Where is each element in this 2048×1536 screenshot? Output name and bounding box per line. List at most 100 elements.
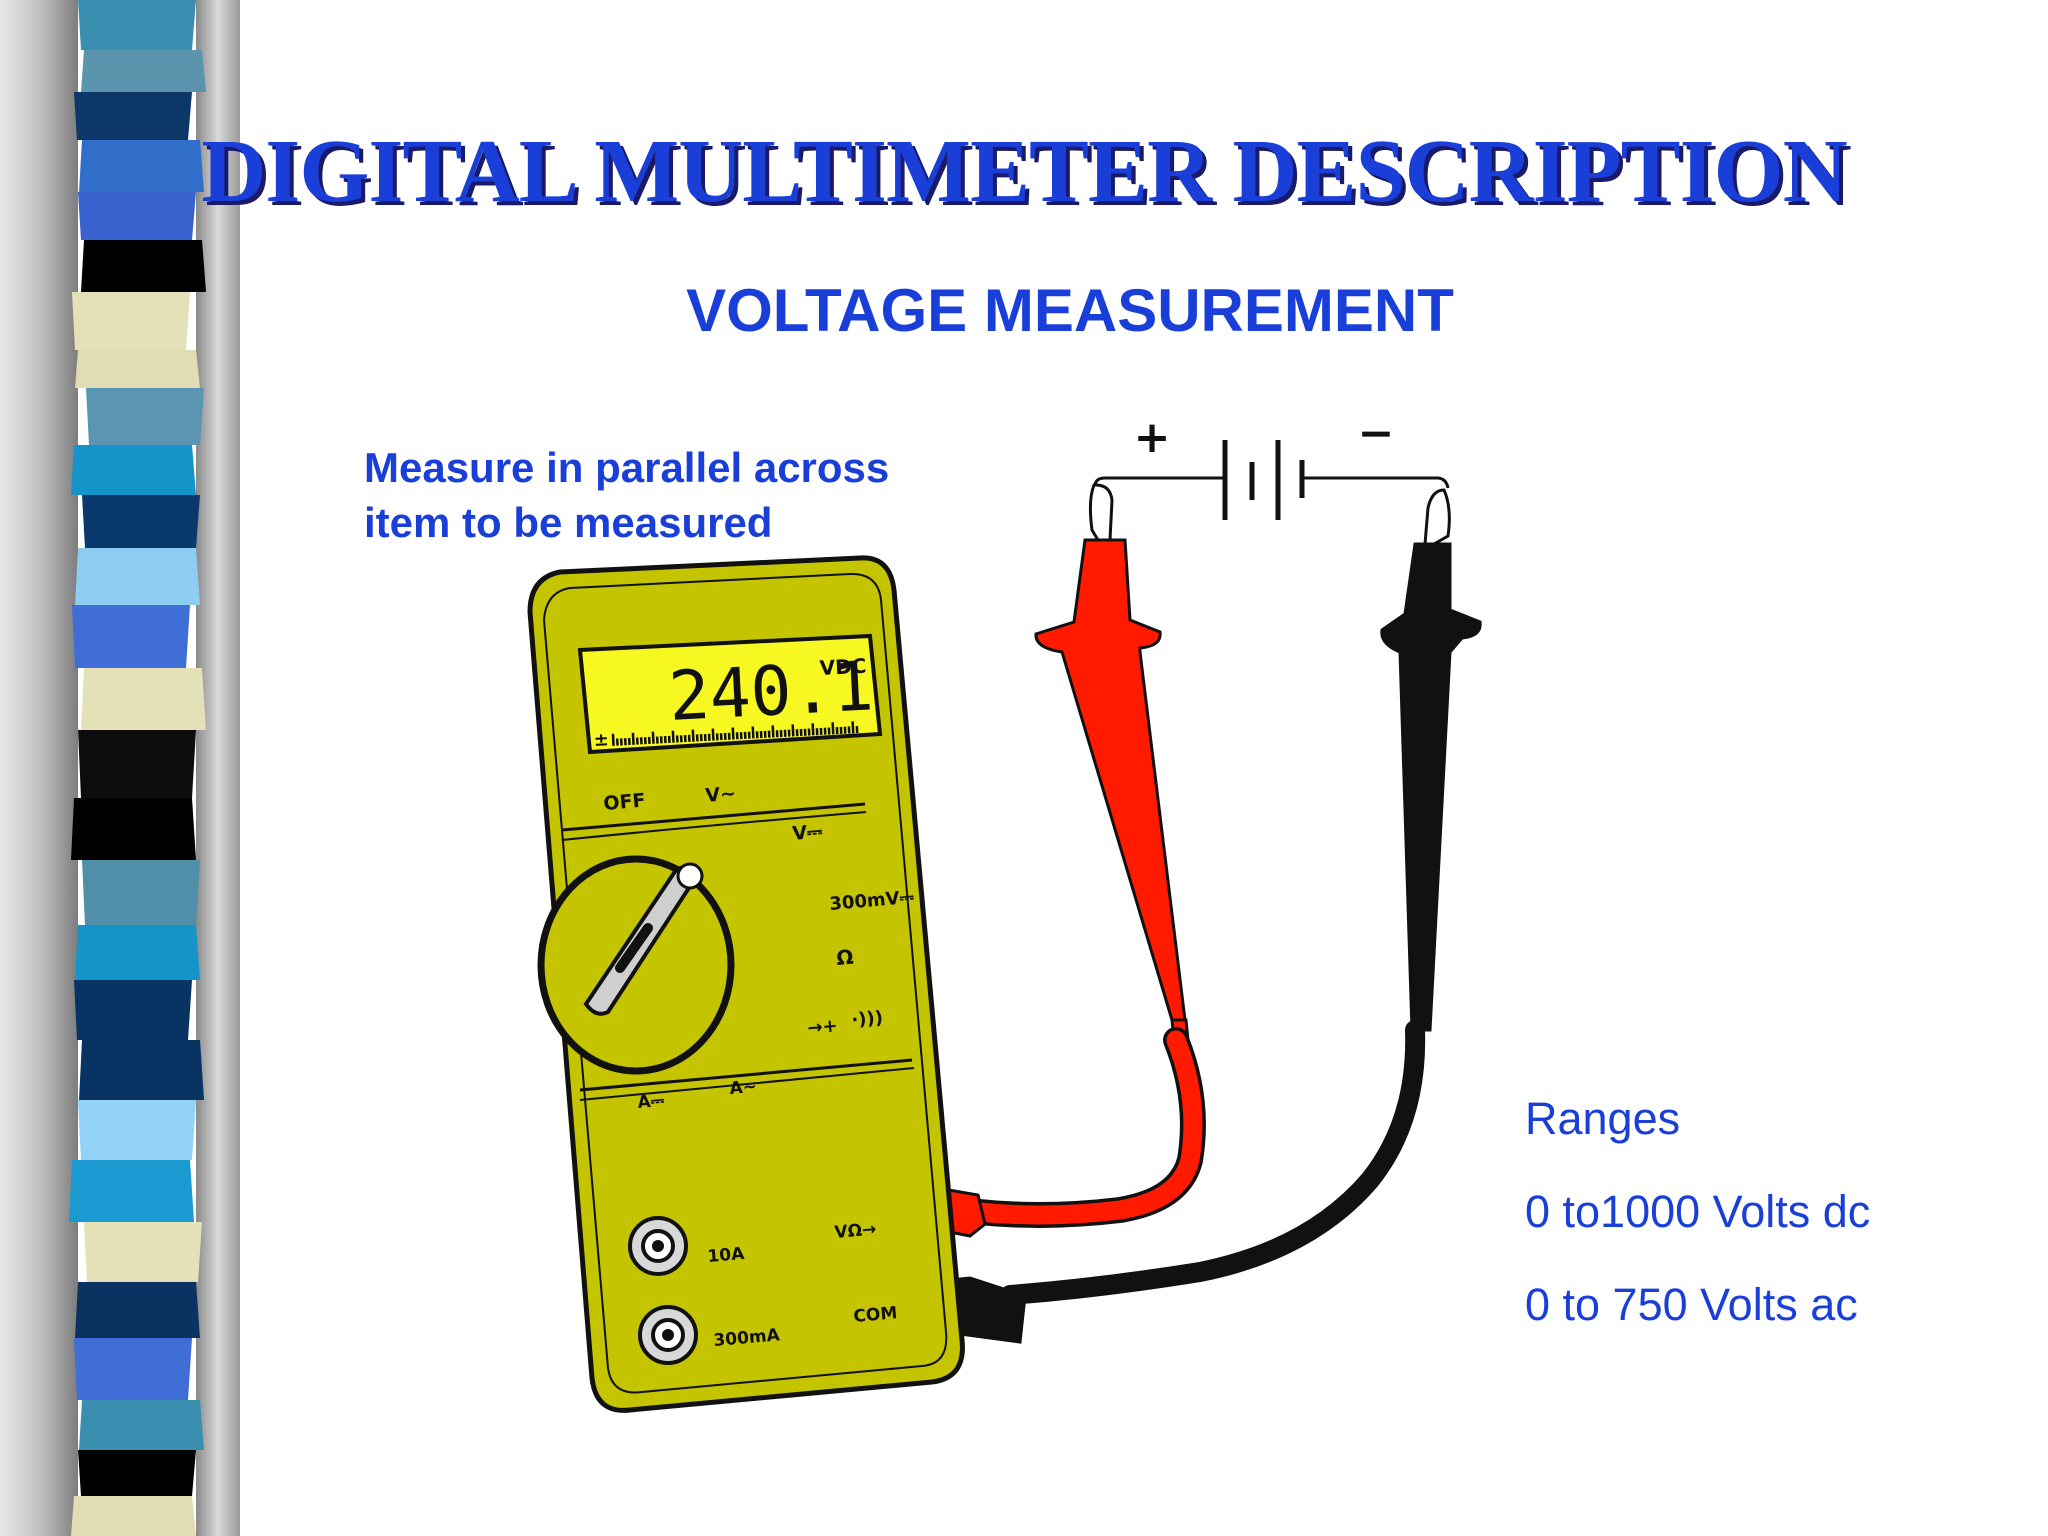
bargraph-segment <box>779 729 783 738</box>
bargraph-segment <box>627 737 631 746</box>
bargraph-segment <box>827 727 831 735</box>
battery-circuit: + − <box>1093 408 1450 520</box>
sidebar-stripe <box>81 50 206 92</box>
sidebar-stripe <box>75 1282 200 1338</box>
bargraph-segment <box>767 730 771 738</box>
instruction-line-1: Measure in parallel across <box>364 444 890 491</box>
bargraph-segment <box>635 737 639 745</box>
sidebar-stripe <box>78 192 196 240</box>
lcd-bargraph <box>611 721 859 746</box>
jack-com-label: COM <box>853 1303 898 1327</box>
bargraph-segment <box>795 729 799 737</box>
dial-label-a-ac: A~ <box>729 1077 758 1099</box>
jack-10a-label: 10A <box>707 1244 746 1267</box>
bargraph-segment <box>831 722 835 735</box>
sidebar-stripe <box>74 980 192 1040</box>
sidebar-stripe <box>86 388 204 445</box>
sidebar-stripe <box>71 1496 196 1536</box>
bargraph-segment <box>839 726 843 734</box>
bargraph-segment <box>855 725 859 734</box>
bargraph-segment <box>655 736 659 744</box>
bargraph-segment <box>711 728 715 741</box>
bargraph-segment <box>775 730 779 738</box>
bargraph-segment <box>703 733 707 742</box>
rotary-selector-dial[interactable] <box>537 855 735 1075</box>
lcd-reading: 240.1 <box>667 647 876 737</box>
bargraph-segment <box>735 732 739 740</box>
sidebar-stripe <box>79 140 204 192</box>
sidebar-stripe <box>78 1100 196 1160</box>
bargraph-segment <box>699 734 703 742</box>
bargraph-segment <box>815 728 819 736</box>
battery-negative-label: − <box>1358 408 1395 459</box>
dial-label-a-dc: A⎓ <box>637 1091 666 1113</box>
bargraph-segment <box>783 729 787 737</box>
sidebar-stripe <box>74 1338 192 1400</box>
sidebar-stripe <box>71 798 196 860</box>
bargraph-segment <box>671 730 675 743</box>
ranges-heading: Ranges <box>1525 1093 1681 1144</box>
bargraph-segment <box>619 738 623 746</box>
sidebar-stripe <box>74 92 192 140</box>
sidebar-stripe <box>81 668 206 730</box>
range-ac: 0 to 750 Volts ac <box>1525 1279 1858 1330</box>
sidebar-stripe <box>71 445 196 495</box>
bargraph-segment <box>615 738 619 746</box>
multimeter-body: 240.1 VDC ± OFF V~ V⎓ 300mV⎓ Ω →+ ·))) A… <box>527 555 965 1413</box>
bargraph-segment <box>751 726 755 739</box>
bargraph-segment <box>771 725 775 738</box>
bargraph-segment <box>611 733 615 746</box>
dial-label-continuity: ·))) <box>851 1007 884 1031</box>
sidebar-stripe <box>79 1400 204 1450</box>
sidebar-stripe <box>78 0 196 50</box>
sidebar-stripe <box>82 860 200 925</box>
bargraph-segment <box>719 733 723 741</box>
sidebar-stripe <box>75 350 200 388</box>
dial-label-off: OFF <box>603 789 647 815</box>
bargraph-segment <box>675 735 679 743</box>
bargraph-segment <box>631 732 635 745</box>
sidebar-stripe <box>82 495 200 548</box>
sidebar-stripe <box>79 1040 204 1100</box>
bargraph-segment <box>691 729 695 742</box>
slide-title: DIGITAL MULTIMETER DESCRIPTION <box>201 122 1847 221</box>
bargraph-segment <box>659 736 663 744</box>
dial-label-ohm: Ω <box>835 945 854 970</box>
bargraph-segment <box>667 735 671 743</box>
range-dc: 0 to1000 Volts dc <box>1525 1186 1871 1237</box>
bargraph-segment <box>731 727 735 740</box>
bargraph-segment <box>787 729 791 737</box>
bargraph-segment <box>687 734 691 742</box>
bargraph-segment <box>639 737 643 745</box>
instruction-line-2: item to be measured <box>364 499 773 546</box>
bargraph-segment <box>723 732 727 741</box>
bargraph-segment <box>647 736 651 745</box>
bargraph-segment <box>803 728 807 736</box>
sidebar-stripe <box>69 1160 194 1222</box>
battery-positive-label: + <box>1134 412 1171 463</box>
sidebar-stripe <box>75 925 200 980</box>
bargraph-segment <box>811 723 815 736</box>
jack-v-ohm-label: VΩ→ <box>834 1219 877 1243</box>
bargraph-segment <box>643 737 647 745</box>
bargraph-segment <box>835 727 839 735</box>
sidebar-stripe <box>78 730 196 798</box>
bargraph-segment <box>799 728 803 737</box>
instruction-text: Measure in parallel across item to be me… <box>364 440 1064 550</box>
dial-label-diode: →+ <box>807 1015 839 1039</box>
dial-label-v-dc: V⎓ <box>792 820 824 845</box>
bargraph-segment <box>743 731 747 739</box>
bargraph-segment <box>819 727 823 736</box>
jack-10a[interactable] <box>628 1216 688 1276</box>
multimeter-illustration: + − 240.1 VDC ± <box>527 408 1482 1413</box>
bargraph-segment <box>851 721 855 734</box>
bargraph-segment <box>683 734 687 743</box>
bargraph-segment <box>755 731 759 739</box>
bargraph-segment <box>623 738 627 746</box>
bargraph-segment <box>823 727 827 735</box>
jack-300ma[interactable] <box>638 1305 698 1365</box>
bargraph-segment <box>759 731 763 739</box>
sidebar-stripe <box>78 1450 196 1496</box>
ranges-block: Ranges 0 to1000 Volts dc 0 to 750 Volts … <box>1525 1072 1870 1351</box>
bargraph-segment <box>739 732 743 740</box>
